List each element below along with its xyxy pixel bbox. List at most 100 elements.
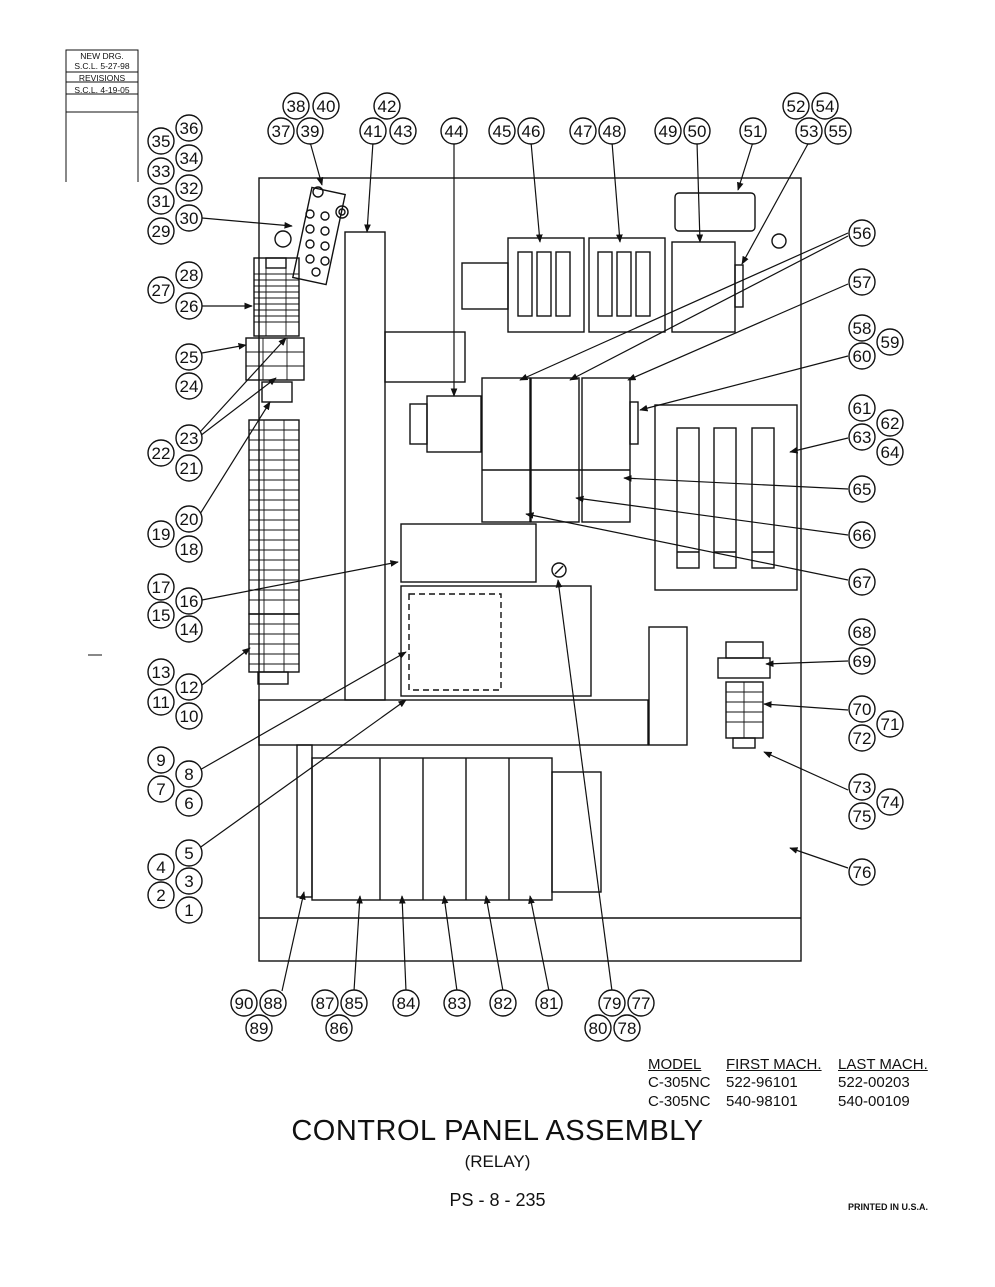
cell-model: C-305NC xyxy=(648,1093,711,1110)
callout-label: 11 xyxy=(152,693,170,712)
callout-balloon: 40 xyxy=(312,92,340,120)
callout-balloon: 76 xyxy=(848,858,876,886)
callout-label: 72 xyxy=(853,729,872,748)
callout-balloon: 36 xyxy=(175,114,203,142)
callout-label: 45 xyxy=(493,122,512,141)
fuse-holder-right xyxy=(654,404,798,591)
callout-label: 38 xyxy=(287,97,306,116)
callout-label: 36 xyxy=(180,119,199,138)
revision-block: NEW DRG. S.C.L. 5-27-98 REVISIONS S.C.L.… xyxy=(66,50,138,182)
callout-balloon: 72 xyxy=(848,724,876,752)
callout-label: 83 xyxy=(448,994,467,1013)
callout-balloon: 35 xyxy=(147,127,175,155)
callout-balloon: 28 xyxy=(175,261,203,289)
revision-entry: S.C.L. 4-19-05 xyxy=(74,85,130,95)
header-last-mach: LAST MACH. xyxy=(838,1056,928,1073)
callout-balloon: 51 xyxy=(739,117,767,145)
callout-balloon: 25 xyxy=(175,343,203,371)
cell-model: C-305NC xyxy=(648,1074,711,1091)
callout-balloon: 42 xyxy=(373,92,401,120)
callout-label: 9 xyxy=(156,751,165,770)
callout-balloon: 73 xyxy=(848,773,876,801)
callout-label: 26 xyxy=(180,297,199,316)
callout-label: 3 xyxy=(184,872,193,891)
callout-balloon: 44 xyxy=(440,117,468,145)
callout-label: 30 xyxy=(180,209,199,228)
callout-balloon: 46 xyxy=(517,117,545,145)
callout-balloon: 12 xyxy=(175,673,203,701)
callout-label: 81 xyxy=(540,994,559,1013)
callout-balloon: 71 xyxy=(876,710,904,738)
callout-balloon: 9 xyxy=(147,746,175,774)
mount-hole xyxy=(274,230,292,248)
callout-balloon: 67 xyxy=(848,568,876,596)
callout-balloon: 3 xyxy=(175,867,203,895)
callout-balloon: 57 xyxy=(848,268,876,296)
callout-label: 10 xyxy=(180,707,199,726)
callout-label: 79 xyxy=(603,994,622,1013)
callout-balloon: 20 xyxy=(175,505,203,533)
callout-balloon: 68 xyxy=(848,618,876,646)
page-title: CONTROL PANEL ASSEMBLY xyxy=(291,1115,704,1147)
callout-balloon: 85 xyxy=(340,989,368,1017)
callout-label: 69 xyxy=(853,652,872,671)
callout-balloon: 74 xyxy=(876,788,904,816)
callout-balloon: 82 xyxy=(489,989,517,1017)
callout-balloon: 33 xyxy=(147,157,175,185)
callout-label: 8 xyxy=(184,765,193,784)
callout-label: 74 xyxy=(881,793,900,812)
callout-label: 90 xyxy=(235,994,254,1013)
callout-balloon: 32 xyxy=(175,174,203,202)
callout-balloon: 15 xyxy=(147,601,175,629)
callout-label: 2 xyxy=(156,886,165,905)
callout-label: 24 xyxy=(180,377,199,396)
callout-label: 62 xyxy=(881,414,900,433)
callout-balloon: 5 xyxy=(175,839,203,867)
callout-balloon: 69 xyxy=(848,647,876,675)
callout-label: 75 xyxy=(853,807,872,826)
callout-label: 34 xyxy=(180,149,199,168)
relay-top xyxy=(671,241,736,333)
contactor-1 xyxy=(481,377,531,523)
fuse-block-1 xyxy=(507,237,585,333)
callout-balloon: 34 xyxy=(175,144,203,172)
callout-label: 67 xyxy=(853,573,872,592)
callout-label: 23 xyxy=(180,429,199,448)
vertical-channel xyxy=(344,231,386,701)
callout-balloon: 64 xyxy=(876,438,904,466)
callout-balloon: 63 xyxy=(848,423,876,451)
callout-balloon: 77 xyxy=(627,989,655,1017)
callout-label: 65 xyxy=(853,480,872,499)
callout-label: 48 xyxy=(603,122,622,141)
callout-balloon: 19 xyxy=(147,520,175,548)
callout-balloon: 21 xyxy=(175,454,203,482)
callout-balloon: 53 xyxy=(795,117,823,145)
callout-label: 31 xyxy=(152,192,171,211)
page-subtitle: (RELAY) xyxy=(464,1152,531,1171)
callout-label: 57 xyxy=(853,273,872,292)
callout-balloon: 43 xyxy=(389,117,417,145)
callout-label: 25 xyxy=(180,348,199,367)
callout-balloon: 31 xyxy=(147,187,175,215)
callout-label: 61 xyxy=(853,399,872,418)
callout-label: 47 xyxy=(574,122,593,141)
callout-balloon: 90 xyxy=(230,989,258,1017)
callout-label: 51 xyxy=(744,122,763,141)
callout-balloon: 47 xyxy=(569,117,597,145)
callout-label: 43 xyxy=(394,122,413,141)
callout-label: 70 xyxy=(853,700,872,719)
callout-label: 42 xyxy=(378,97,397,116)
label-plate xyxy=(674,192,756,232)
callout-label: 71 xyxy=(881,715,900,734)
callout-balloon: 80 xyxy=(584,1014,612,1042)
callout-balloon: 75 xyxy=(848,802,876,830)
callout-label: 37 xyxy=(272,122,291,141)
callout-label: 29 xyxy=(152,222,171,241)
cell-last: 522-00203 xyxy=(838,1074,910,1091)
module-16 xyxy=(400,523,537,583)
callout-label: 40 xyxy=(317,97,336,116)
callout-balloon: 39 xyxy=(296,117,324,145)
callout-balloon: 50 xyxy=(683,117,711,145)
callout-label: 82 xyxy=(494,994,513,1013)
callout-balloon: 83 xyxy=(443,989,471,1017)
